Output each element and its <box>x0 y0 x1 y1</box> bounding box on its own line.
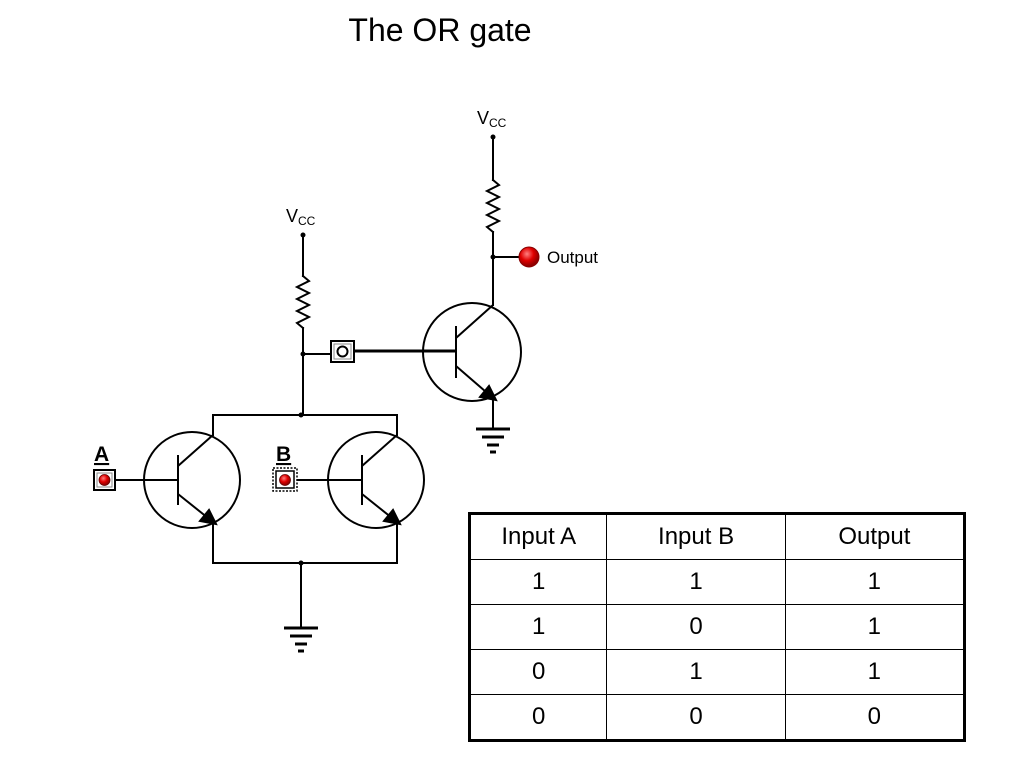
transistor-output <box>422 302 522 402</box>
input-a-label: A <box>94 443 109 466</box>
table-cell: 1 <box>468 604 608 650</box>
node-dot <box>298 412 304 418</box>
header-input-a: Input A <box>468 513 608 560</box>
table-cell: 1 <box>468 559 608 605</box>
table-cell: 1 <box>784 604 966 650</box>
table-cell: 0 <box>468 649 608 695</box>
truth-table-header-row: Input A Input B Output <box>468 513 966 560</box>
table-cell: 0 <box>468 694 608 741</box>
output-led <box>518 246 540 268</box>
table-row: 0 0 0 <box>468 694 966 741</box>
vcc-right-terminal <box>490 134 496 140</box>
ground-symbol-left <box>284 626 318 653</box>
header-output: Output <box>784 513 966 560</box>
vcc-right-label: VCC <box>477 108 507 130</box>
ground-symbol-right <box>476 427 510 454</box>
vcc-left-label: VCC <box>286 206 316 228</box>
table-cell: 1 <box>784 559 966 605</box>
vcc-left-terminal <box>300 232 306 238</box>
node-dot <box>490 254 496 260</box>
transistor-b <box>326 431 425 529</box>
table-cell: 0 <box>606 694 786 741</box>
node-dot <box>298 560 304 566</box>
node-probe[interactable] <box>330 340 355 363</box>
table-cell: 0 <box>784 694 966 741</box>
input-a-switch[interactable] <box>93 469 116 491</box>
transistor-a <box>142 431 241 529</box>
table-cell: 1 <box>606 559 786 605</box>
truth-table: Input A Input B Output 1 1 1 1 0 1 0 1 1… <box>468 512 966 742</box>
table-cell: 0 <box>606 604 786 650</box>
table-cell: 1 <box>606 649 786 695</box>
node-dot <box>300 351 306 357</box>
table-cell: 1 <box>784 649 966 695</box>
resistor-left <box>294 274 312 330</box>
header-input-b: Input B <box>606 513 786 560</box>
table-row: 1 1 1 <box>468 559 966 605</box>
resistor-right <box>484 178 502 234</box>
input-b-label: B <box>276 443 291 466</box>
table-row: 1 0 1 <box>468 604 966 650</box>
table-row: 0 1 1 <box>468 649 966 695</box>
output-label: Output <box>547 248 598 267</box>
page-title: The OR gate <box>348 12 532 48</box>
input-b-switch[interactable] <box>272 467 298 492</box>
